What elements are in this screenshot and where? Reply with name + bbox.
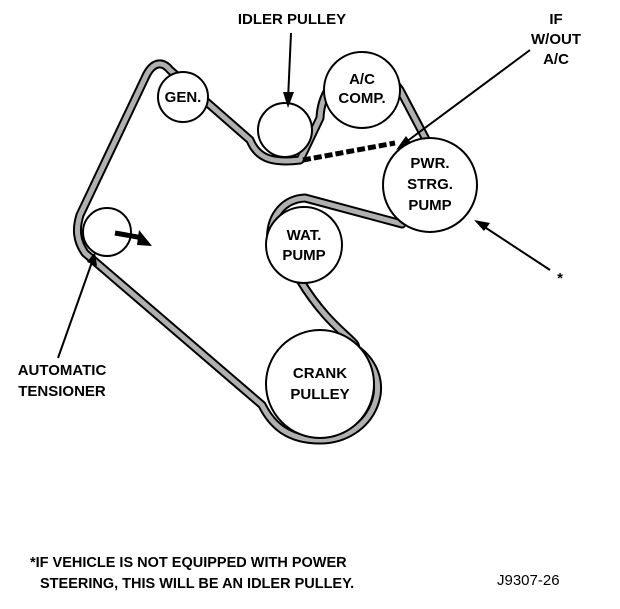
automatic-tensioner-callout: AUTOMATIC TENSIONER	[18, 252, 107, 400]
water-pump-label-line1: WAT.	[287, 227, 322, 244]
idler-pulley-label: IDLER PULLEY	[238, 11, 346, 28]
if-without-ac-callout: IF W/OUT A/C	[396, 11, 581, 150]
if-without-ac-label-line1: IF	[549, 11, 562, 28]
if-without-ac-label-line3: A/C	[543, 51, 569, 68]
crank-pulley: CRANK PULLEY	[265, 329, 375, 439]
water-pump-pulley: WAT. PUMP	[265, 206, 343, 284]
ac-compressor-label-line2: COMP.	[338, 90, 385, 107]
belt-dashed-alt-route	[302, 140, 396, 163]
idler-pulley-callout: IDLER PULLEY	[238, 11, 346, 108]
pwr-strg-label-line3: PUMP	[408, 197, 451, 214]
power-steering-pump-pulley: PWR. STRG. PUMP	[382, 137, 478, 233]
automatic-tensioner-label-line1: AUTOMATIC	[18, 362, 107, 379]
if-without-ac-label-line2: W/OUT	[531, 31, 581, 48]
crank-pulley-label-line1: CRANK	[293, 365, 347, 382]
ac-compressor-pulley: A/C COMP.	[323, 51, 401, 129]
footnote-line1: *IF VEHICLE IS NOT EQUIPPED WITH POWER	[30, 555, 347, 571]
footnote: *IF VEHICLE IS NOT EQUIPPED WITH POWER S…	[30, 555, 354, 592]
figure-id: J9307-26	[497, 572, 560, 589]
asterisk-label: *	[557, 270, 563, 287]
automatic-tensioner-label-line2: TENSIONER	[18, 383, 106, 400]
crank-pulley-label-line2: PULLEY	[290, 386, 349, 403]
pwr-strg-label-line2: STRG.	[407, 176, 453, 193]
footnote-line2: STEERING, THIS WILL BE AN IDLER PULLEY.	[40, 576, 354, 592]
pwr-strg-label-line1: PWR.	[410, 155, 449, 172]
water-pump-label-line2: PUMP	[282, 247, 325, 264]
ac-compressor-label-line1: A/C	[349, 71, 375, 88]
generator-pulley: GEN.	[157, 71, 209, 123]
idler-pulley	[257, 102, 313, 158]
asterisk-callout: *	[474, 220, 563, 287]
generator-label: GEN.	[165, 89, 202, 106]
tensioner-pulley	[82, 207, 152, 257]
